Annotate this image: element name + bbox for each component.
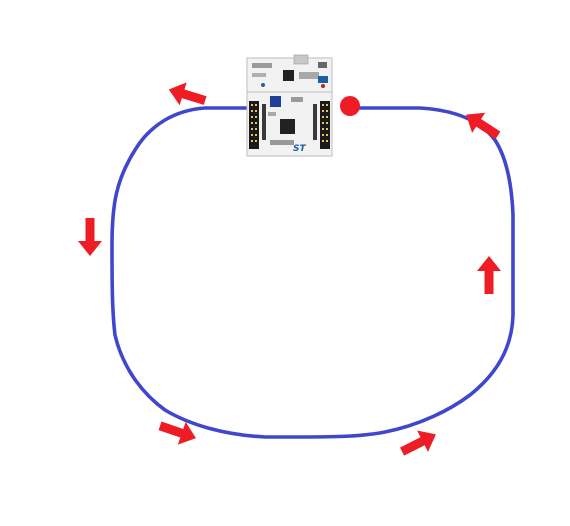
board-programmer-part xyxy=(299,72,319,79)
board-led xyxy=(261,83,265,87)
direction-arrow-icon xyxy=(396,423,442,463)
board-component xyxy=(268,112,276,116)
board-left-header xyxy=(249,101,259,149)
board-button xyxy=(270,96,281,107)
start-dot-icon xyxy=(340,96,360,116)
board-component xyxy=(270,140,294,145)
board-programmer-part xyxy=(318,62,327,68)
board-usb-connector xyxy=(293,54,309,65)
direction-arrow-icon xyxy=(78,218,102,256)
board-programmer-chip xyxy=(283,70,294,81)
board-logo: ST xyxy=(293,144,306,154)
direction-arrow-icon xyxy=(156,414,200,450)
board-mcu-chip xyxy=(280,119,295,134)
board-inner-header xyxy=(313,104,317,140)
board-right-header xyxy=(320,101,330,149)
direction-arrow-icon xyxy=(477,256,501,294)
board-inner-header xyxy=(262,104,266,140)
board-programmer-part xyxy=(252,63,272,68)
board-logo-mark xyxy=(318,76,328,83)
microcontroller-board-icon: ST xyxy=(246,54,333,157)
board-component xyxy=(291,97,303,102)
board-led xyxy=(321,84,325,88)
board-programmer-part xyxy=(252,73,266,77)
loop-path xyxy=(110,106,515,439)
direction-arrow-icon xyxy=(459,104,505,146)
